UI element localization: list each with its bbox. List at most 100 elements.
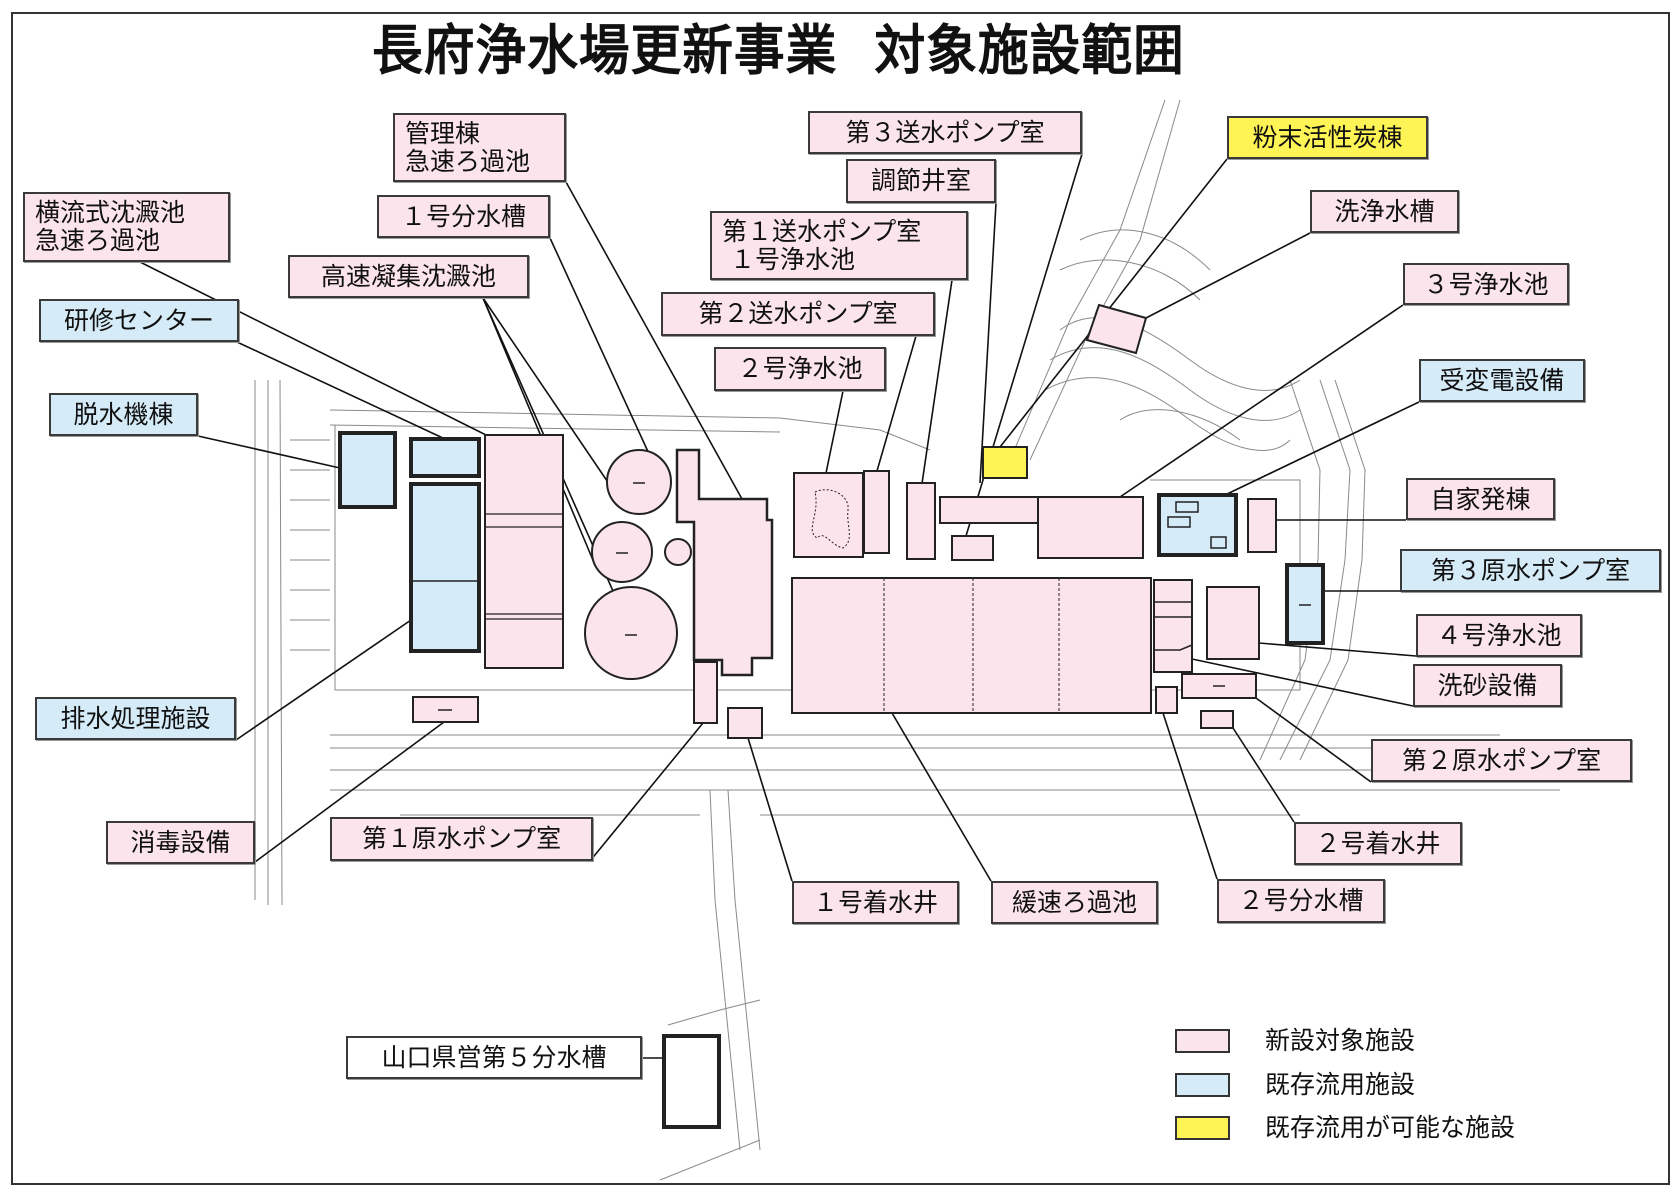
legend-label-new: 新設対象施設 [1265, 1026, 1416, 1055]
label-clearwell-2: ２号浄水池 [714, 347, 886, 391]
label-horizontal-sedimentation: 横流式沈澱池 急速ろ過池 [23, 192, 230, 262]
facilities [338, 303, 1325, 1129]
slow-filter-dividers [883, 578, 1060, 713]
map-frame [11, 12, 1670, 1185]
leader-dewatering [197, 435, 341, 469]
label-transmission-pump-1: 第１送水ポンプ室 １号浄水池 [710, 211, 968, 280]
facility-clearwell-2 [793, 472, 864, 558]
page-title: 長府浄水場更新事業 対象施設範囲 [372, 19, 1185, 82]
contour-6 [1119, 409, 1241, 441]
facility-slow-filter [791, 577, 1152, 714]
facility-clearwell-3 [1037, 496, 1144, 559]
contour-2 [1049, 347, 1301, 421]
leader-hs-1 [482, 297, 621, 501]
leader-wash-tank [1145, 232, 1311, 319]
facility-transmission-pump-3 [951, 535, 994, 561]
label-wastewater-treatment: 排水処理施設 [35, 697, 236, 740]
facility-receiving-well-1 [727, 707, 763, 739]
leader-powdered-carbon [999, 158, 1228, 448]
leader-sand-washing [1191, 658, 1414, 707]
contour-5 [1079, 229, 1211, 271]
dash-marks [438, 482, 1311, 711]
leader-wastewater [235, 619, 412, 741]
facility-training-center [409, 437, 481, 478]
facility-hs-sedimentation-2 [591, 521, 653, 583]
substation-equipment [1167, 501, 1227, 549]
tank-site-road [659, 999, 761, 1181]
leader-clearwell-2 [825, 390, 844, 474]
label-receiving-well-1: １号着水井 [792, 881, 959, 924]
leader-distribution-2 [1162, 712, 1218, 880]
label-regulating-well: 調節井室 [846, 159, 996, 203]
facility-hs-sedimentation-1 [606, 449, 672, 515]
label-clearwell-3: ３号浄水池 [1403, 263, 1569, 305]
label-wash-water-tank: 洗浄水槽 [1310, 190, 1459, 233]
access-road [709, 789, 761, 1151]
facility-raw-pump-3 [1285, 563, 1325, 645]
leader-substation [1224, 401, 1420, 496]
leader-transmission-pump-1 [919, 279, 953, 498]
leader-training-center [236, 341, 446, 440]
parking-strips [290, 439, 330, 651]
facility-wash-water-tank [1085, 303, 1148, 355]
legend-label-possible: 既存流用が可能な施設 [1265, 1113, 1516, 1142]
leader-distribution-1 [549, 237, 651, 457]
road-west-edge [254, 379, 283, 906]
label-powdered-carbon: 粉末活性炭棟 [1227, 116, 1428, 159]
facility-regulating-well [906, 482, 936, 560]
site-background [254, 99, 1560, 1181]
legend-swatch-existing [1175, 1073, 1230, 1097]
leader-horizontal-sedimentation [139, 261, 487, 436]
label-clearwell-4: ４号浄水池 [1416, 614, 1582, 657]
label-raw-pump-1: 第１原水ポンプ室 [330, 817, 593, 861]
leader-receiving-well-2 [1232, 727, 1295, 823]
facility-distribution-1 [664, 538, 692, 566]
label-receiving-well-2: ２号着水井 [1294, 822, 1462, 865]
leader-clearwell-3 [1119, 304, 1404, 498]
leader-transmission-pump-2 [876, 335, 917, 472]
label-distribution-tank-1: １号分水槽 [377, 195, 550, 238]
river-bank-3 [1259, 379, 1321, 761]
leader-disinfection [254, 721, 445, 863]
label-distribution-tank-2: ２号分水槽 [1217, 879, 1385, 923]
compound-boundary [334, 425, 1301, 691]
leader-slow-filter [891, 712, 992, 882]
contour-3 [1044, 377, 1291, 451]
clearwell-2-dotted-shape [811, 489, 850, 549]
facility-raw-pump-1 [693, 661, 718, 724]
facility-powdered-carbon [982, 446, 1028, 479]
facility-wastewater [409, 482, 481, 653]
leader-raw-pump-2 [1255, 697, 1372, 783]
facility-generator [1247, 498, 1277, 553]
leader-regulating-well [979, 202, 997, 484]
river-bank-2 [1299, 379, 1366, 761]
facility-clearwell-4 [1206, 586, 1260, 660]
label-raw-pump-3: 第３原水ポンプ室 [1400, 549, 1661, 592]
facility-transmission-pump-2 [863, 470, 890, 554]
label-training-center: 研修センター [39, 299, 239, 342]
facility-transmission-pump-1 [939, 496, 1039, 524]
legend-swatch-new [1175, 1029, 1230, 1053]
facility-horizontal-sedimentation [484, 434, 564, 669]
label-dewatering-building: 脱水機棟 [49, 393, 198, 436]
legend-swatch-possible [1175, 1116, 1230, 1140]
label-transmission-pump-3: 第３送水ポンプ室 [808, 111, 1082, 154]
leader-clearwell-4 [1258, 642, 1417, 657]
label-transmission-pump-2: 第２送水ポンプ室 [661, 292, 935, 336]
contour-4 [1059, 259, 1201, 301]
label-slow-filter: 緩速ろ過池 [991, 881, 1158, 924]
label-admin-building: 管理棟 急速ろ過池 [393, 113, 566, 182]
raw-pump-2-dividers [1154, 601, 1193, 651]
label-substation: 受変電設備 [1419, 359, 1585, 402]
label-raw-pump-2: 第２原水ポンプ室 [1371, 739, 1632, 782]
facility-prefectural-tank [662, 1034, 721, 1129]
facility-raw-pump-2-complex [1153, 579, 1193, 673]
facility-distribution-2 [1155, 686, 1178, 714]
legend-label-existing: 既存流用施設 [1265, 1070, 1416, 1099]
ridge-road [1009, 99, 1181, 461]
label-prefectural-tank: 山口県営第５分水槽 [346, 1036, 642, 1079]
facility-hs-sedimentation-3 [584, 586, 678, 680]
label-sand-washing: 洗砂設備 [1413, 664, 1562, 707]
facility-receiving-well-2 [1200, 710, 1234, 729]
